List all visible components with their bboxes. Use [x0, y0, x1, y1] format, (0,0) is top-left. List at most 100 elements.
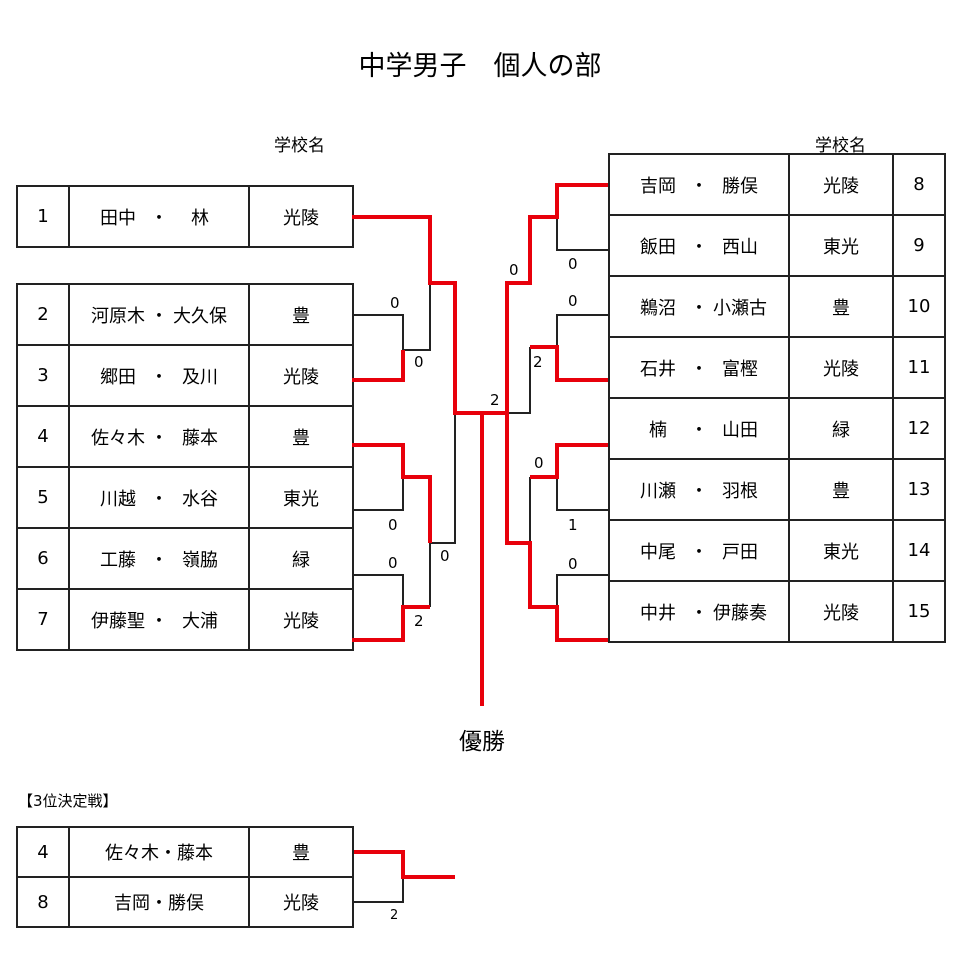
- bracket-line: [403, 283, 431, 351]
- school-name: 東光: [788, 519, 894, 582]
- player-pair: 川瀬・羽根: [608, 458, 790, 521]
- school-name: 豊: [788, 275, 894, 338]
- school-name: 光陵: [248, 588, 354, 651]
- bracket-line: [352, 477, 404, 511]
- entry-row: 飯田・西山 東光 9: [608, 214, 946, 277]
- school-name: 光陵: [788, 336, 894, 399]
- seed-number: 8: [892, 153, 946, 216]
- school-name: 緑: [248, 527, 354, 590]
- bracket-line: [507, 477, 531, 544]
- third-place-heading: 【3位決定戦】: [18, 792, 118, 810]
- score-label: 2: [533, 353, 543, 371]
- entry-row: 7 伊藤聖・大浦 光陵: [16, 588, 354, 651]
- score-label: 2: [414, 612, 424, 630]
- entry-row: 4 佐々木・藤本 豊: [16, 826, 354, 878]
- seed-number: 2: [16, 283, 70, 346]
- bracket-line: [352, 877, 404, 903]
- winner-line: [352, 605, 430, 642]
- player-pair: 河原木・大久保: [68, 283, 250, 346]
- seed-number: 4: [16, 405, 70, 468]
- seed-number: 13: [892, 458, 946, 521]
- score-label: 0: [568, 555, 578, 573]
- seed-number: 5: [16, 466, 70, 529]
- seed-number: 3: [16, 344, 70, 407]
- player-pair: 楠・山田: [608, 397, 790, 460]
- school-name: 豊: [788, 458, 894, 521]
- score-label: 0: [568, 255, 578, 273]
- right-bracket-table: 吉岡・勝俣 光陵 8 飯田・西山 東光 9 鵜沼・小瀬古 豊 10 石井・富樫 …: [608, 153, 946, 643]
- score-label: 0: [440, 547, 450, 565]
- player-pair: 中尾・戸田: [608, 519, 790, 582]
- champion-label: 優勝: [459, 729, 505, 755]
- seed-number: 12: [892, 397, 946, 460]
- winner-line: [352, 215, 484, 706]
- entry-row: 石井・富樫 光陵 11: [608, 336, 946, 399]
- winner-line: [352, 850, 455, 879]
- school-name: 光陵: [788, 580, 894, 643]
- score-label: 2: [390, 908, 398, 923]
- player-pair: 吉岡・勝俣: [608, 153, 790, 216]
- entry-row: 5 川越・水谷 東光: [16, 466, 354, 529]
- left-bracket-table-top: 1 田中・林 光陵: [16, 185, 354, 248]
- player-pair: 川越・水谷: [68, 466, 250, 529]
- score-label: 0: [414, 353, 424, 371]
- score-label: 0: [388, 554, 398, 572]
- right-school-header: 学校名: [815, 136, 866, 156]
- entry-row: 中井・伊藤奏 光陵 15: [608, 580, 946, 643]
- seed-number: 15: [892, 580, 946, 643]
- player-pair: 飯田・西山: [608, 214, 790, 277]
- player-pair: 石井・富樫: [608, 336, 790, 399]
- bracket-line: [556, 217, 608, 251]
- seed-number: 11: [892, 336, 946, 399]
- entry-row: 中尾・戸田 東光 14: [608, 519, 946, 582]
- seed-number: 8: [16, 876, 70, 928]
- school-name: 東光: [788, 214, 894, 277]
- winner-line: [352, 443, 432, 543]
- seed-number: 14: [892, 519, 946, 582]
- bracket-line: [352, 574, 404, 607]
- school-name: 緑: [788, 397, 894, 460]
- winner-line: [530, 443, 608, 479]
- school-name: 光陵: [248, 344, 354, 407]
- entry-row: 3 郷田・及川 光陵: [16, 344, 354, 407]
- player-pair: 田中・林: [68, 185, 250, 248]
- entry-row: 楠・山田 緑 12: [608, 397, 946, 460]
- bracket-line: [507, 347, 531, 414]
- score-label: 2: [490, 391, 500, 409]
- seed-number: 6: [16, 527, 70, 590]
- player-pair: 鵜沼・小瀬古: [608, 275, 790, 338]
- player-pair: 伊藤聖・大浦: [68, 588, 250, 651]
- player-pair: 工藤・嶺脇: [68, 527, 250, 590]
- entry-row: 4 佐々木・藤本 豊: [16, 405, 354, 468]
- bracket-line: [429, 413, 456, 607]
- entry-row: 吉岡・勝俣 光陵 8: [608, 153, 946, 216]
- seed-number: 9: [892, 214, 946, 277]
- bracket-line: [556, 314, 608, 347]
- left-school-header: 学校名: [274, 136, 325, 156]
- winner-line: [530, 345, 608, 382]
- page-title: 中学男子 個人の部: [358, 51, 602, 82]
- entry-row: 鵜沼・小瀬古 豊 10: [608, 275, 946, 338]
- winner-line: [482, 411, 608, 642]
- school-name: 豊: [248, 405, 354, 468]
- player-pair: 佐々木・藤本: [68, 405, 250, 468]
- player-pair: 中井・伊藤奏: [608, 580, 790, 643]
- score-label: 0: [390, 294, 400, 312]
- entry-row: 8 吉岡・勝俣 光陵: [16, 876, 354, 928]
- bracket-line: [556, 477, 608, 511]
- school-name: 豊: [248, 826, 354, 878]
- left-bracket-table: 2 河原木・大久保 豊 3 郷田・及川 光陵 4 佐々木・藤本 豊 5 川越・水…: [16, 283, 354, 651]
- entry-row: 川瀬・羽根 豊 13: [608, 458, 946, 521]
- school-name: 光陵: [248, 185, 354, 248]
- player-pair: 郷田・及川: [68, 344, 250, 407]
- player-pair: 吉岡・勝俣: [68, 876, 250, 928]
- winner-line: [505, 183, 608, 413]
- score-label: 1: [568, 516, 578, 534]
- school-name: 光陵: [248, 876, 354, 928]
- winner-line: [352, 350, 405, 382]
- score-label: 0: [388, 516, 398, 534]
- school-name: 東光: [248, 466, 354, 529]
- seed-number: 10: [892, 275, 946, 338]
- bracket-line: [556, 574, 608, 607]
